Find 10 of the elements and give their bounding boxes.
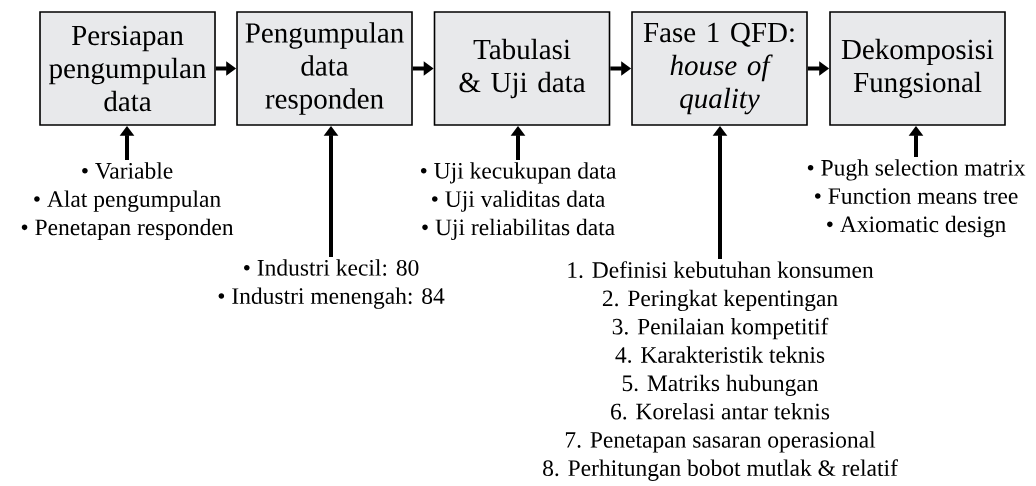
- process-box: Tabulasi & Uji data: [433, 11, 611, 126]
- process-box: Fase 1 QFD: house of quality: [631, 11, 808, 126]
- bullet-list: • Pugh selection matrix • Function means tree • Axiomatic design: [807, 159, 1026, 238]
- bullet-list: • Uji kecukupan data • Uji validitas data • Uji reliabilitas data: [420, 162, 617, 241]
- process-box: Pengumpulan data responden: [236, 11, 413, 126]
- numbered-list: 1. Definisi kebutuhan konsumen 2. Peringkat kepentingan 3. Penilaian kompetitif 4. Karakteristik teknis 5. Matriks hubungan 6. Korelasi antar teknis 7. Penetapan sasaran operasional 8. Perhitungan bobot mutlak & relatif: [543, 261, 898, 481]
- process-box: Persiapan pengumpulan data: [39, 11, 216, 126]
- process-box: Dekomposisi Fungsional: [829, 11, 1006, 126]
- bullet-list: • Industri kecil: 80 • Industri menengah: 84: [218, 259, 445, 309]
- bullet-list: • Variable • Alat pengumpulan • Penetapan responden: [21, 162, 234, 241]
